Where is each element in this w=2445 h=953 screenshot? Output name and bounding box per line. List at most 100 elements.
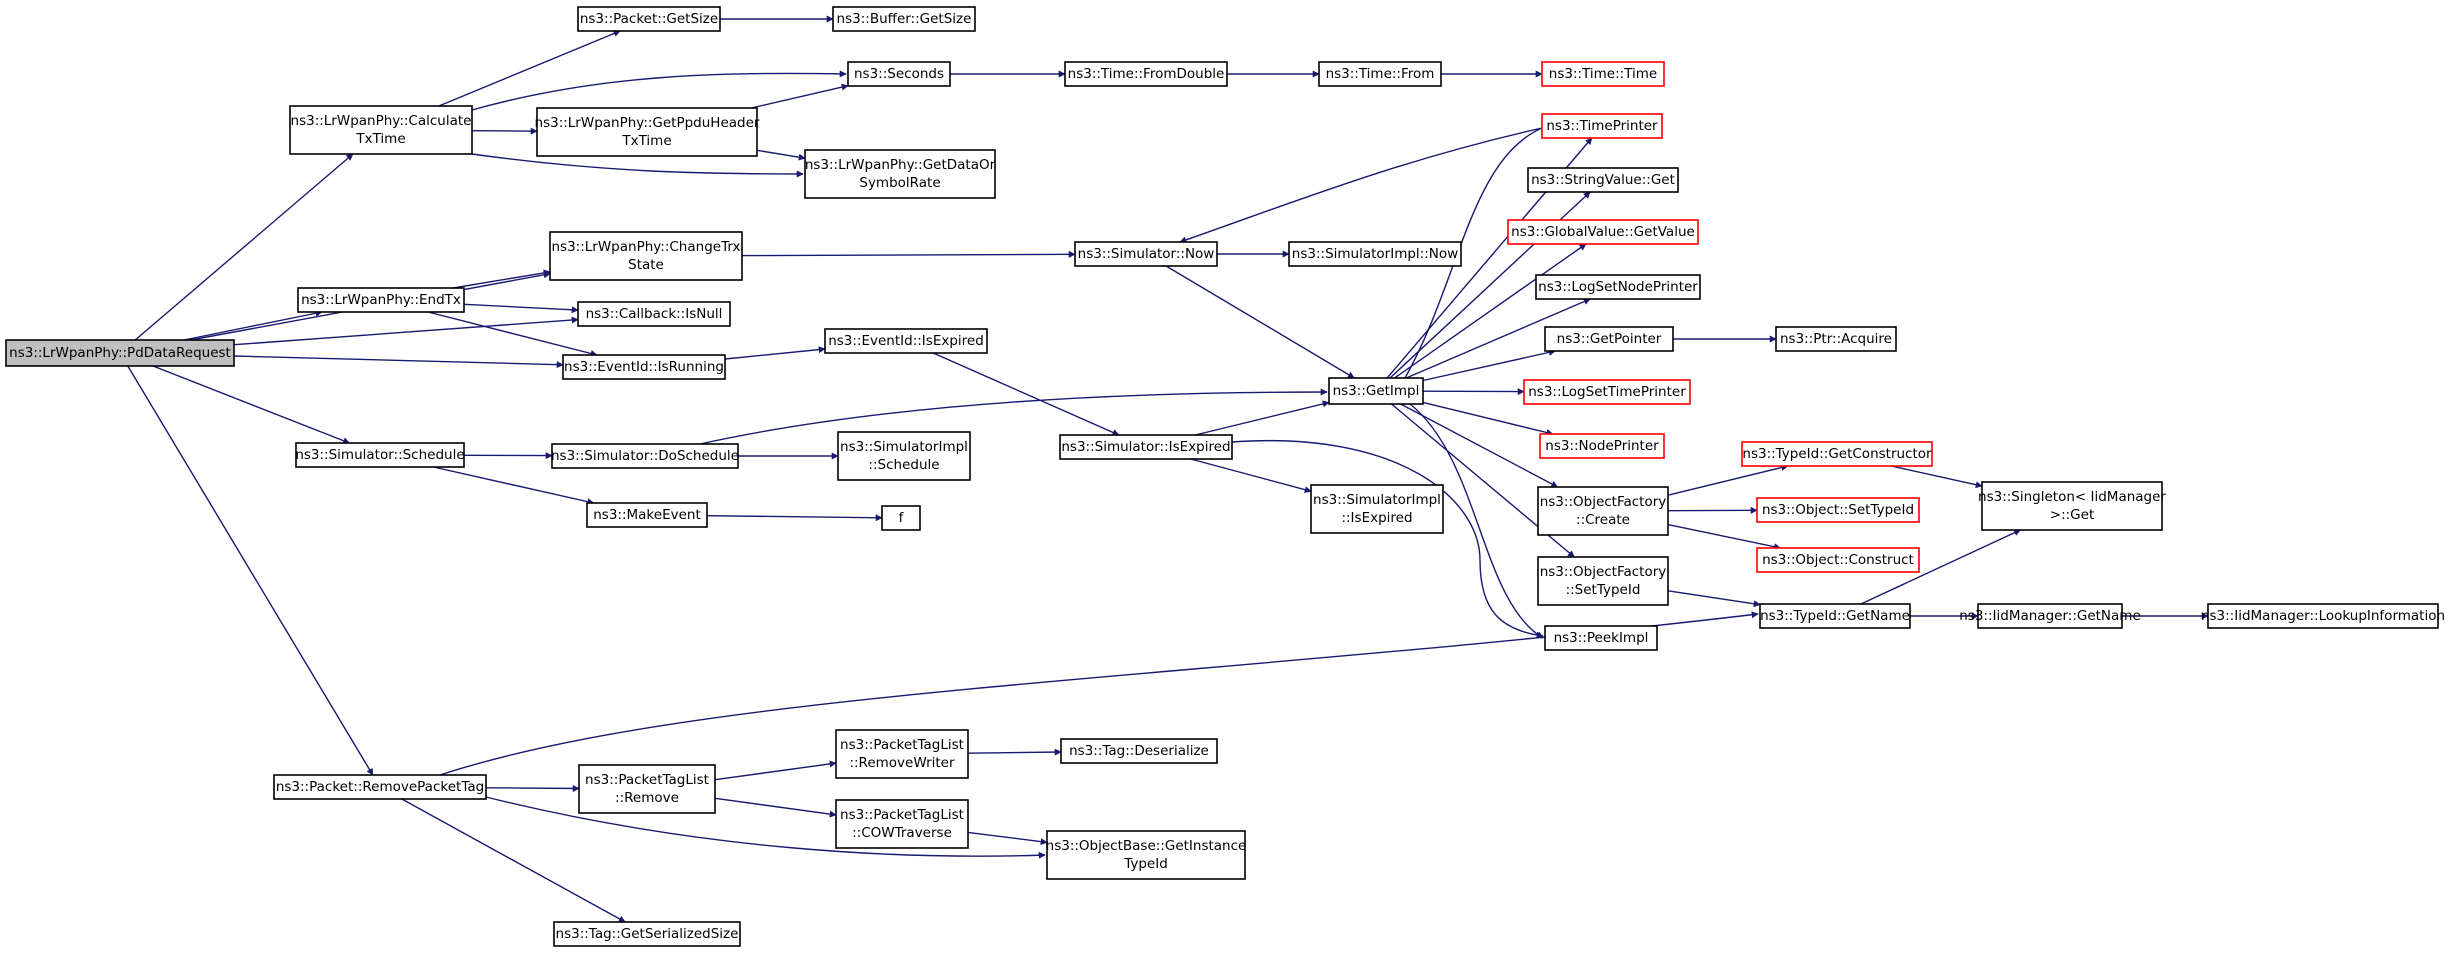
- node-pd[interactable]: ns3::LrWpanPhy::PdDataRequest: [5, 339, 235, 367]
- node-dosched[interactable]: ns3::Simulator::DoSchedule: [551, 443, 739, 469]
- node-ptlremove-label-1: ::Remove: [615, 790, 679, 806]
- node-makeevent-box: [586, 502, 708, 528]
- node-serialsize-box: [553, 921, 741, 947]
- node-simnow[interactable]: ns3::Simulator::Now: [1074, 241, 1218, 267]
- node-serialsize[interactable]: ns3::Tag::GetSerializedSize: [553, 921, 741, 947]
- node-getsize[interactable]: ns3::Packet::GetSize: [577, 6, 721, 32]
- node-from[interactable]: ns3::Time::From: [1318, 61, 1442, 87]
- node-objconstruct[interactable]: ns3::Object::Construct: [1756, 547, 1920, 573]
- node-cow-label-1: ::COWTraverse: [852, 825, 952, 841]
- node-isrunning-label-0: ns3::EventId::IsRunning: [564, 359, 724, 375]
- edge-simexpired-to-getimpl: [1195, 400, 1330, 436]
- node-ofsettid-label-1: ::SetTypeId: [1566, 582, 1641, 598]
- node-iidname[interactable]: ns3::IidManager::GetName: [1959, 603, 2141, 629]
- node-timeprinter-box: [1541, 113, 1663, 139]
- node-ofcreate[interactable]: ns3::ObjectFactory::Create: [1537, 486, 1669, 536]
- node-peekimpl[interactable]: ns3::PeekImpl: [1544, 625, 1658, 651]
- node-sched[interactable]: ns3::Simulator::Schedule: [295, 442, 465, 468]
- edge-pd-to-isnull: [233, 316, 579, 346]
- node-ptlremove[interactable]: ns3::PacketTagList::Remove: [578, 764, 716, 814]
- node-changetrx-label-0: ns3::LrWpanPhy::ChangeTrx: [551, 239, 740, 255]
- node-simexpired[interactable]: ns3::Simulator::IsExpired: [1059, 434, 1233, 460]
- node-nodeprinter[interactable]: ns3::NodePrinter: [1539, 433, 1665, 459]
- node-time[interactable]: ns3::Time::Time: [1541, 61, 1665, 87]
- node-instancetid-label-1: TypeId: [1123, 856, 1168, 872]
- node-seconds[interactable]: ns3::Seconds: [847, 61, 951, 87]
- node-getctor-label-0: ns3::TypeId::GetConstructor: [1742, 446, 1932, 462]
- node-simnow-box: [1074, 241, 1218, 267]
- node-ptracquire[interactable]: ns3::Ptr::Acquire: [1775, 326, 1897, 352]
- node-ofcreate-label-0: ns3::ObjectFactory: [1540, 494, 1667, 510]
- node-bufsize-box: [832, 6, 976, 32]
- edge-getimpl-to-globalget: [1394, 243, 1587, 379]
- node-singleton[interactable]: ns3::Singleton< IidManager >::Get: [1978, 481, 2166, 531]
- node-fromdouble-box: [1064, 61, 1228, 87]
- node-serialsize-label-0: ns3::Tag::GetSerializedSize: [556, 926, 739, 942]
- edge-calc-to-ppdu: [471, 127, 538, 135]
- node-globalget-label-0: ns3::GlobalValue::GetValue: [1511, 224, 1695, 240]
- node-objsettid-label-0: ns3::Object::SetTypeId: [1762, 502, 1914, 518]
- node-tidname-label-0: ns3::TypeId::GetName: [1760, 608, 1910, 624]
- node-getctor[interactable]: ns3::TypeId::GetConstructor: [1741, 441, 1933, 467]
- node-implexpired[interactable]: ns3::SimulatorImpl::IsExpired: [1310, 484, 1444, 534]
- node-ofsettid[interactable]: ns3::ObjectFactory::SetTypeId: [1537, 556, 1669, 606]
- node-logtime[interactable]: ns3::LogSetTimePrinter: [1523, 379, 1691, 405]
- node-logtime-box: [1523, 379, 1691, 405]
- edge-rmtag-to-instancetid: [485, 796, 1046, 859]
- node-ppdu-label-0: ns3::LrWpanPhy::GetPpduHeader: [535, 115, 760, 131]
- edge-simnow-to-getimpl: [1165, 265, 1355, 379]
- node-ofcreate-label-1: ::Create: [1576, 512, 1630, 528]
- node-lookup-box: [2207, 603, 2439, 629]
- node-objsettid[interactable]: ns3::Object::SetTypeId: [1756, 497, 1920, 523]
- edge-sched-to-makeevent: [433, 466, 595, 506]
- node-stringget[interactable]: ns3::StringValue::Get: [1527, 167, 1679, 193]
- node-lognode-label-0: ns3::LogSetNodePrinter: [1538, 279, 1698, 295]
- node-from-label-0: ns3::Time::From: [1326, 66, 1435, 82]
- node-fromdouble[interactable]: ns3::Time::FromDouble: [1064, 61, 1228, 87]
- node-cow[interactable]: ns3::PacketTagList::COWTraverse: [835, 799, 969, 849]
- node-changetrx-label-1: State: [628, 257, 664, 273]
- node-changetrx-box: [549, 231, 743, 281]
- node-implsched-label-1: ::Schedule: [868, 457, 939, 473]
- node-tagdeser[interactable]: ns3::Tag::Deserialize: [1060, 738, 1218, 764]
- node-endtx[interactable]: ns3::LrWpanPhy::EndTx: [297, 287, 465, 313]
- node-f[interactable]: f: [881, 505, 921, 531]
- node-getpointer[interactable]: ns3::GetPointer: [1544, 326, 1674, 352]
- node-seconds-label-0: ns3::Seconds: [854, 66, 944, 82]
- node-timeprinter[interactable]: ns3::TimePrinter: [1541, 113, 1663, 139]
- node-globalget-box: [1507, 219, 1699, 245]
- node-makeevent[interactable]: ns3::MakeEvent: [586, 502, 708, 528]
- node-implnow[interactable]: ns3::SimulatorImpl::Now: [1288, 241, 1462, 267]
- node-isnull[interactable]: ns3::Callback::IsNull: [577, 301, 731, 327]
- node-fromdouble-label-0: ns3::Time::FromDouble: [1068, 66, 1225, 82]
- node-implsched[interactable]: ns3::SimulatorImpl::Schedule: [837, 431, 971, 481]
- node-globalget[interactable]: ns3::GlobalValue::GetValue: [1507, 219, 1699, 245]
- node-rmtag[interactable]: ns3::Packet::RemovePacketTag: [273, 774, 487, 800]
- node-calc-label-1: TxTime: [355, 131, 405, 147]
- node-removewriter[interactable]: ns3::PacketTagList::RemoveWriter: [835, 729, 969, 779]
- node-tidname[interactable]: ns3::TypeId::GetName: [1759, 603, 1911, 629]
- node-implexpired-box: [1310, 484, 1444, 534]
- node-isrunning[interactable]: ns3::EventId::IsRunning: [562, 354, 726, 380]
- edge-getimpl-to-ofcreate: [1400, 403, 1559, 488]
- node-isnull-label-0: ns3::Callback::IsNull: [586, 306, 723, 322]
- node-lognode[interactable]: ns3::LogSetNodePrinter: [1535, 274, 1701, 300]
- node-ofcreate-box: [1537, 486, 1669, 536]
- node-rmtag-label-0: ns3::Packet::RemovePacketTag: [276, 779, 484, 795]
- node-lookup[interactable]: ns3::IidManager::LookupInformation: [2201, 603, 2445, 629]
- node-evexpired[interactable]: ns3::EventId::IsExpired: [824, 328, 988, 354]
- node-time-label-0: ns3::Time::Time: [1549, 66, 1657, 82]
- node-sched-label-0: ns3::Simulator::Schedule: [295, 447, 464, 463]
- node-bufsize[interactable]: ns3::Buffer::GetSize: [832, 6, 976, 32]
- edge-ptlremove-to-removewriter: [714, 760, 837, 781]
- node-removewriter-label-0: ns3::PacketTagList: [840, 737, 964, 753]
- node-getctor-box: [1741, 441, 1933, 467]
- node-stringget-label-0: ns3::StringValue::Get: [1531, 172, 1675, 188]
- node-ofsettid-label-0: ns3::ObjectFactory: [1540, 564, 1667, 580]
- node-getimpl[interactable]: ns3::GetImpl: [1328, 377, 1424, 405]
